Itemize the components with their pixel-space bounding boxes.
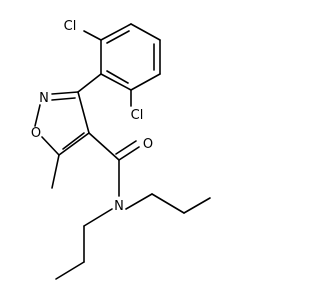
bond — [34, 104, 41, 127]
bond — [130, 73, 161, 91]
chlorine-label-right: Cl — [131, 108, 144, 123]
atom-labels: Cl Cl N O O N — [31, 19, 153, 214]
bond-double-inner — [106, 30, 130, 44]
carbonyl-oxygen-label: O — [143, 137, 153, 152]
bond — [100, 23, 132, 41]
ring-nitrogen-label: N — [39, 91, 49, 106]
bond — [183, 197, 211, 214]
bond — [51, 91, 79, 95]
bond-double-inner — [62, 132, 85, 150]
bond — [83, 30, 102, 41]
bond — [58, 132, 90, 156]
chemical-structure: Cl Cl N O O N — [31, 19, 211, 280]
ring-oxygen-label: O — [31, 126, 41, 141]
bond — [88, 132, 120, 161]
bonds — [34, 23, 211, 280]
bond — [41, 136, 60, 156]
bond — [151, 193, 185, 214]
bond-double-inner — [51, 97, 76, 101]
bond — [100, 73, 132, 91]
bond — [83, 208, 113, 227]
bond — [130, 23, 161, 41]
bond — [77, 73, 102, 93]
bond — [118, 146, 140, 161]
bond — [77, 91, 90, 134]
bond-double-inner — [106, 70, 129, 84]
bond-double-inner — [115, 140, 137, 155]
bond — [55, 261, 85, 280]
amide-nitrogen-label: N — [114, 199, 124, 214]
chlorine-label-top: Cl — [64, 19, 77, 34]
bond — [125, 193, 153, 210]
bond — [51, 154, 60, 189]
